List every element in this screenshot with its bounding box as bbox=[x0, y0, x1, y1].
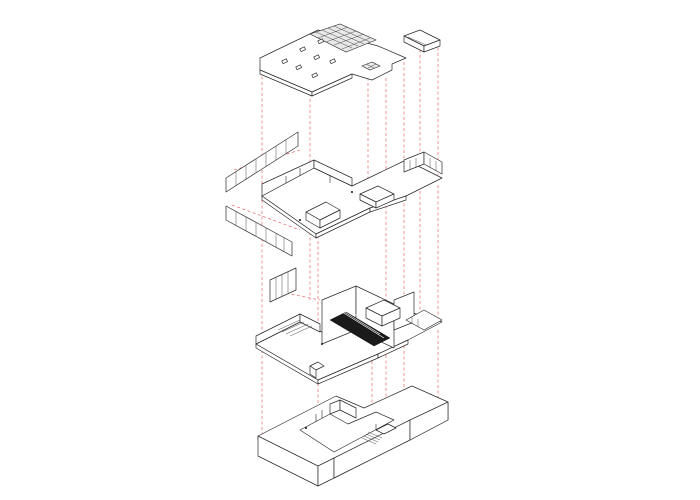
lower-facade-panel bbox=[225, 205, 293, 257]
roof-openings bbox=[281, 38, 336, 79]
middle-floor-level bbox=[255, 267, 443, 385]
upper-floor-level bbox=[225, 131, 443, 257]
roof-level bbox=[259, 23, 441, 97]
stepped-seating bbox=[277, 319, 313, 337]
skylight-grid bbox=[309, 23, 377, 53]
upper-facade-panel bbox=[225, 131, 299, 193]
tower-roof bbox=[403, 29, 441, 53]
ground-stairs bbox=[361, 431, 383, 445]
ground-floor-level bbox=[257, 385, 449, 487]
middle-facade-panel bbox=[269, 267, 297, 303]
